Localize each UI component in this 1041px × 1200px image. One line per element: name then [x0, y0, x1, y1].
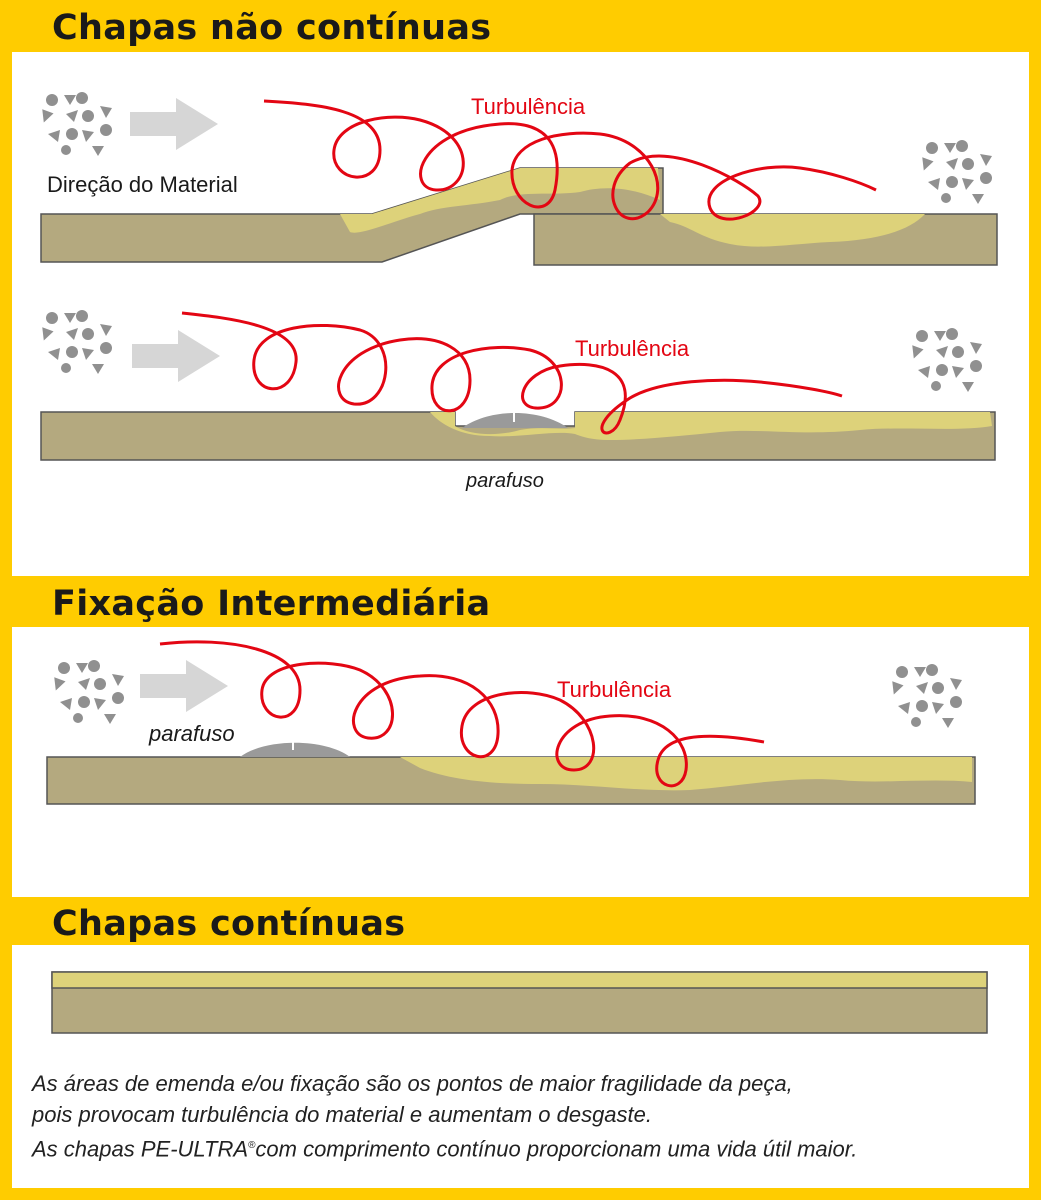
flow-arrow-b	[132, 330, 220, 382]
turbulence-label-b: Turbulência	[575, 336, 690, 361]
particles-right-b	[908, 328, 982, 392]
particles-left-a	[38, 92, 112, 156]
particles-right-c	[888, 664, 962, 728]
butt-joint-sheets	[40, 411, 996, 461]
continuous-sheet	[51, 971, 988, 1034]
section-title-intermediate: Fixação Intermediária	[52, 584, 491, 624]
intermediate-sheet	[46, 756, 976, 805]
registered-mark: ®	[248, 1140, 256, 1151]
particles-left-b	[38, 310, 112, 374]
screw-c	[240, 740, 350, 757]
turbulence-curve-c	[159, 640, 765, 788]
turbulence-curve-a	[263, 99, 877, 221]
footnote-line-1: As áreas de emenda e/ou fixação são os p…	[32, 1071, 793, 1096]
footnote-line-3-end: com comprimento contínuo proporcionam um…	[255, 1136, 858, 1162]
particles-right-a	[918, 140, 992, 204]
footnote-line-2: pois provocam turbulência do material e …	[32, 1102, 653, 1127]
footnote-line-3: As chapas PE-ULTRA®com comprimento contí…	[32, 1130, 1022, 1164]
section-title-non-continuous: Chapas não contínuas	[52, 8, 492, 48]
screw-label-c: parafuso	[148, 721, 235, 746]
turbulence-curve-b	[181, 311, 843, 435]
particles-left-c	[50, 660, 124, 724]
footnote-line-3-start: As chapas PE-ULTRA	[32, 1136, 249, 1162]
screw-b	[462, 412, 568, 428]
footnote: As áreas de emenda e/ou fixação são os p…	[32, 1068, 1022, 1164]
turbulence-label-c: Turbulência	[557, 677, 672, 702]
screw-label-b: parafuso	[465, 470, 544, 492]
lap-joint-sheets	[40, 167, 998, 266]
section-title-continuous: Chapas contínuas	[52, 904, 406, 944]
material-direction-label: Direção do Material	[47, 172, 238, 197]
turbulence-label-a: Turbulência	[471, 94, 586, 119]
flow-arrow-c	[140, 660, 228, 712]
flow-arrow-a	[130, 98, 218, 150]
